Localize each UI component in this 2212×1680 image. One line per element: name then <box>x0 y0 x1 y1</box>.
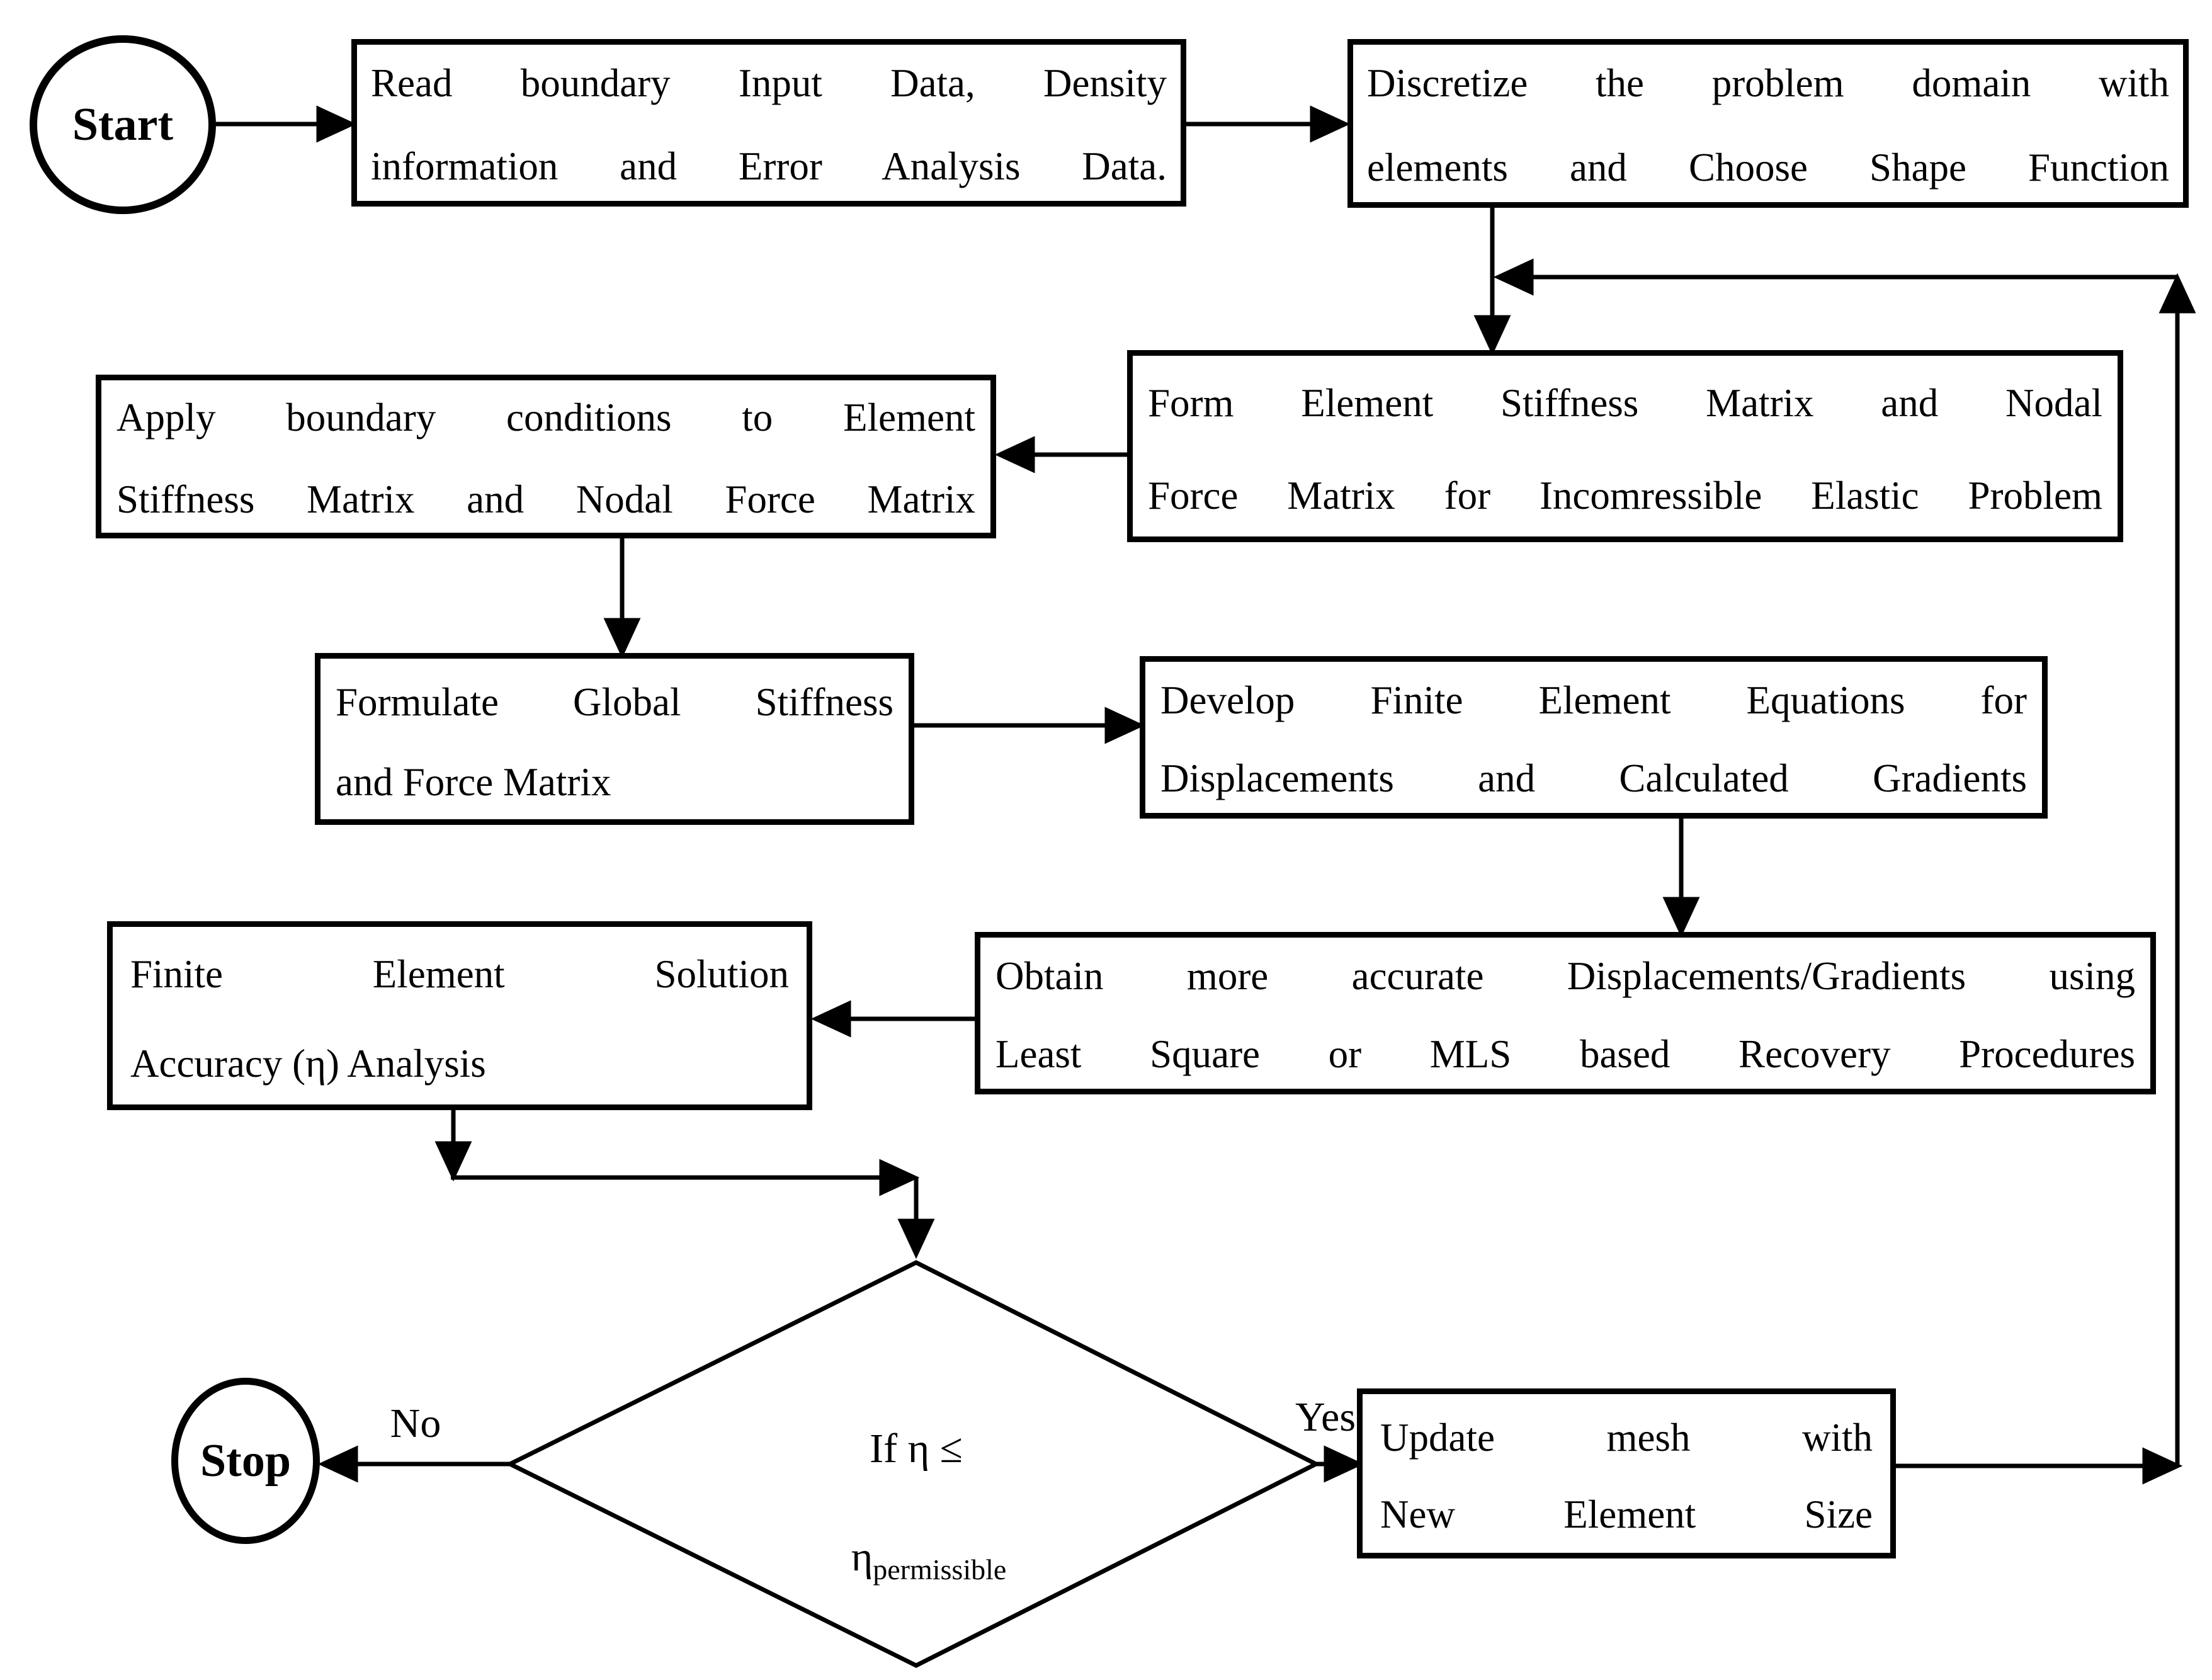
arrow-form-apply <box>994 436 1127 474</box>
arrow-feedback-top <box>1493 258 2177 296</box>
label-yes: Yes <box>1295 1394 1356 1440</box>
arrow-elbow-down <box>897 1178 935 1259</box>
arrow-feedback-right <box>2158 273 2196 1466</box>
decision-diamond-outline <box>505 1260 1321 1668</box>
develop-equations-line1: Develop Finite Element Equations for <box>1160 678 2027 722</box>
obtain-recovery-line2: Least Square or MLS based Recovery Proce… <box>995 1032 2135 1076</box>
decision-threshold: ηpermissible <box>790 1536 1067 1584</box>
stop-label: Stop <box>200 1434 291 1487</box>
obtain-recovery-box: Obtain more accurate Displacements/Gradi… <box>975 932 2156 1094</box>
form-stiffness-box: Form Element Stiffness Matrix and Nodal … <box>1127 350 2123 542</box>
develop-equations-box: Develop Finite Element Equations for Dis… <box>1140 656 2048 819</box>
decision-subscript: permissible <box>873 1553 1007 1586</box>
apply-boundary-box: Apply boundary conditions to Element Sti… <box>96 375 996 538</box>
arrow-update-feedback <box>1896 1447 2183 1485</box>
arrow-accuracy-down <box>434 1110 472 1182</box>
arrow-start-read <box>216 105 357 143</box>
stop-terminal: Stop <box>171 1378 320 1544</box>
update-mesh-line1: Update mesh with <box>1380 1416 1873 1460</box>
decision-eta: η <box>851 1534 873 1580</box>
accuracy-analysis-box: Finite Element Solution Accuracy (η) Ana… <box>107 921 812 1110</box>
discretize-line1: Discretize the problem domain with <box>1367 61 2169 105</box>
accuracy-analysis-line2: Accuracy (η) Analysis <box>130 1041 486 1086</box>
read-input-line1: Read boundary Input Data, Density <box>371 61 1167 105</box>
apply-boundary-line1: Apply boundary conditions to Element <box>116 395 975 440</box>
start-terminal: Start <box>30 35 216 214</box>
label-no: No <box>390 1400 441 1446</box>
arrow-formulate-develop <box>914 707 1145 744</box>
update-mesh-box: Update mesh with New Element Size <box>1357 1388 1896 1558</box>
read-input-box: Read boundary Input Data, Density inform… <box>351 39 1186 207</box>
update-mesh-line2: New Element Size <box>1380 1492 1873 1536</box>
formulate-global-line2: and Force Matrix <box>336 760 611 804</box>
arrow-yes-update <box>1316 1445 1364 1483</box>
arrow-develop-obtain <box>1662 819 1700 938</box>
decision-condition: If η ≤ <box>790 1428 1042 1470</box>
arrow-apply-formulate <box>603 538 641 659</box>
decision-condition-text: If η ≤ <box>870 1426 963 1472</box>
formulate-global-line1: Formulate Global Stiffness <box>336 680 893 724</box>
form-stiffness-line1: Form Element Stiffness Matrix and Nodal <box>1148 381 2102 425</box>
apply-boundary-line2: Stiffness Matrix and Nodal Force Matrix <box>116 477 975 521</box>
accuracy-analysis-line1: Finite Element Solution <box>130 952 789 996</box>
arrow-discretize-form <box>1473 208 1511 356</box>
arrow-obtain-accuracy <box>810 1000 975 1038</box>
obtain-recovery-line1: Obtain more accurate Displacements/Gradi… <box>995 954 2135 998</box>
formulate-global-box: Formulate Global Stiffness and Force Mat… <box>315 653 914 825</box>
start-label: Start <box>72 98 174 150</box>
develop-equations-line2: Displacements and Calculated Gradients <box>1160 756 2027 800</box>
read-input-line2: information and Error Analysis Data. <box>371 144 1167 188</box>
discretize-line2: elements and Choose Shape Function <box>1367 145 2169 190</box>
arrow-elbow-right <box>451 1159 920 1196</box>
discretize-box: Discretize the problem domain with eleme… <box>1347 39 2189 208</box>
arrow-no-stop <box>317 1445 510 1483</box>
form-stiffness-line2: Force Matrix for Incomressible Elastic P… <box>1148 474 2102 518</box>
arrow-read-discretize <box>1186 105 1351 143</box>
